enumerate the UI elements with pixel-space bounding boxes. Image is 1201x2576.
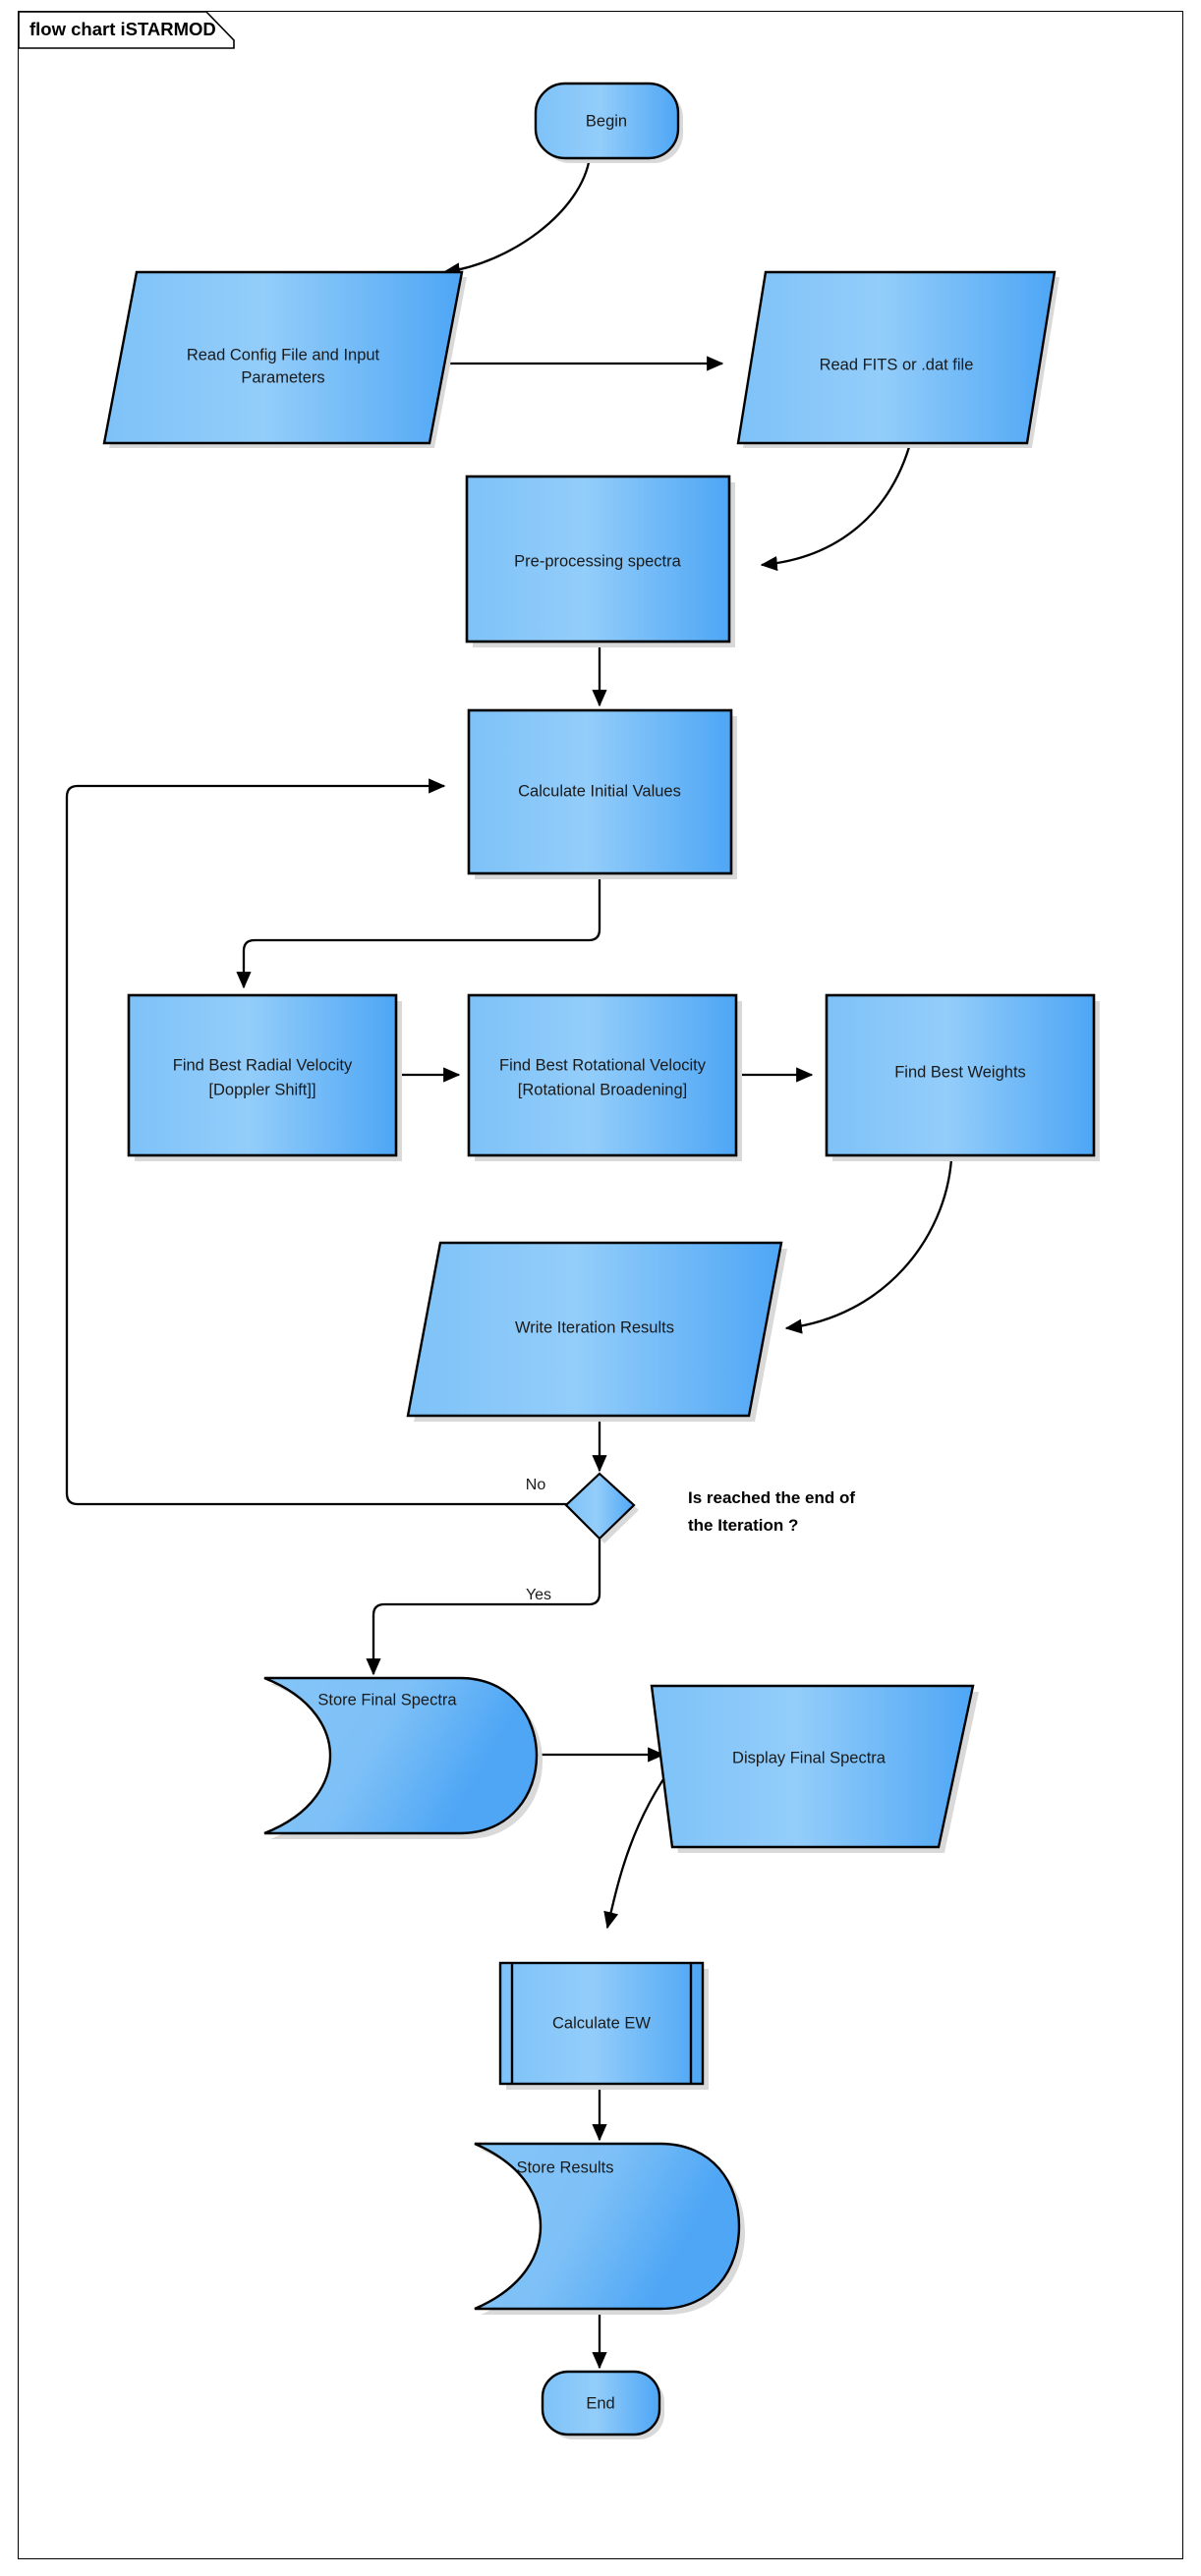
node-calculate-ew[interactable]: Calculate EW — [498, 1961, 709, 2090]
node-read-fits[interactable]: Read FITS or .dat file — [736, 270, 1059, 448]
node-end-label: End — [586, 2394, 614, 2412]
edges-layer — [65, 156, 953, 2370]
node-end[interactable]: End — [541, 2370, 664, 2439]
node-display-final-spectra-label: Display Final Spectra — [732, 1749, 886, 1766]
node-store-results-label: Store Results — [516, 2158, 613, 2176]
node-read-config[interactable]: Read Config File and Input Parameters — [102, 270, 467, 448]
node-weights-label: Find Best Weights — [894, 1063, 1026, 1081]
node-store-final-spectra-label: Store Final Spectra — [317, 1691, 457, 1708]
node-calculate-ew-label: Calculate EW — [552, 2014, 651, 2032]
node-preprocess-label: Pre-processing spectra — [514, 552, 681, 570]
edge-label-no: No — [526, 1477, 546, 1493]
node-display-final-spectra[interactable]: Display Final Spectra — [650, 1684, 979, 1853]
title-tab-label: flow chart iSTARMOD — [29, 19, 216, 39]
node-begin-label: Begin — [586, 112, 627, 130]
title-tab: flow chart iSTARMOD — [18, 11, 235, 49]
node-write-iteration[interactable]: Write Iteration Results — [406, 1241, 787, 1422]
node-decision-label-line1: Is reached the end of — [688, 1488, 855, 1507]
node-decision-label-line2: the Iteration ? — [688, 1516, 798, 1535]
node-rotational-velocity[interactable]: Find Best Rotational Velocity [Rotationa… — [467, 993, 742, 1161]
edge-initvalues-radialvel — [236, 872, 601, 989]
edge-labels-layer: No Yes — [526, 1477, 551, 1603]
node-init-values[interactable]: Calculate Initial Values — [467, 708, 737, 879]
node-store-results[interactable]: Store Results — [474, 2142, 745, 2315]
node-radial-velocity-label-line2: [Doppler Shift]] — [208, 1081, 315, 1098]
edge-readfits-preprocess — [760, 446, 911, 572]
node-preprocess[interactable]: Pre-processing spectra — [465, 475, 735, 647]
node-rotational-velocity-label-line2: [Rotational Broadening] — [518, 1081, 687, 1098]
node-read-config-label-line2: Parameters — [241, 368, 324, 386]
node-weights[interactable]: Find Best Weights — [825, 993, 1100, 1161]
node-rotational-velocity-label-line1: Find Best Rotational Velocity — [499, 1056, 707, 1074]
node-begin[interactable]: Begin — [534, 82, 683, 163]
node-write-iteration-label: Write Iteration Results — [515, 1318, 674, 1336]
node-read-fits-label: Read FITS or .dat file — [820, 356, 974, 373]
node-decision[interactable]: Is reached the end of the Iteration ? — [564, 1472, 855, 1543]
edge-decision-initvalues-no — [65, 778, 576, 1506]
edge-label-yes: Yes — [526, 1587, 551, 1603]
node-read-config-label-line1: Read Config File and Input — [187, 346, 380, 364]
node-radial-velocity-label-line1: Find Best Radial Velocity — [173, 1056, 353, 1074]
edge-displayspec-calcew — [603, 1763, 675, 1930]
edge-decision-storespec-yes — [366, 1539, 601, 1676]
node-store-final-spectra[interactable]: Store Final Spectra — [263, 1676, 543, 1839]
node-radial-velocity[interactable]: Find Best Radial Velocity [Doppler Shift… — [127, 993, 402, 1161]
edge-weights-writeiter — [784, 1158, 953, 1334]
edge-begin-readconfig — [442, 156, 592, 278]
node-init-values-label: Calculate Initial Values — [518, 782, 681, 800]
